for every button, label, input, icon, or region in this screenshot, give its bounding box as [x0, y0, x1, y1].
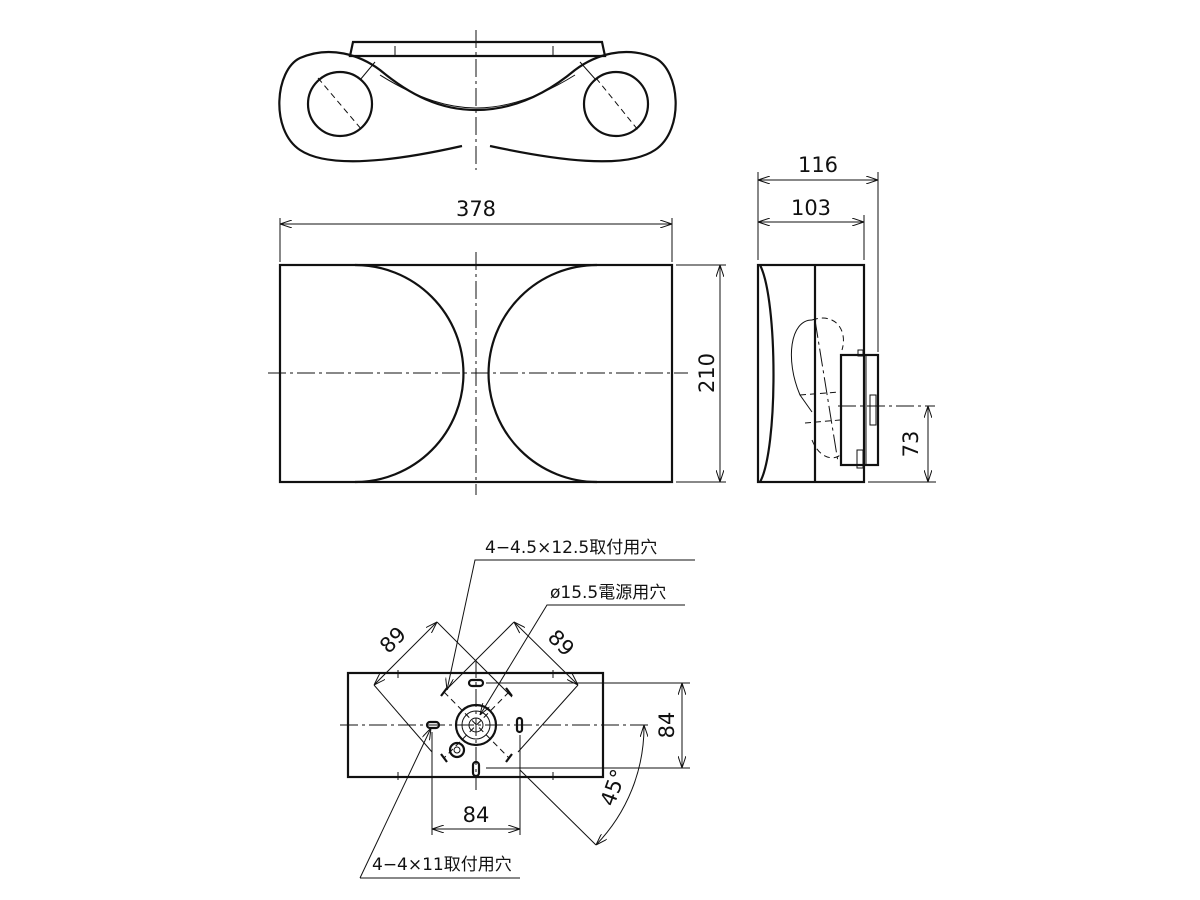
- mount-height-label: 73: [899, 431, 923, 458]
- base-view: 89 89 84 84 45° 4−4.5×12.5取付用穴 ø15.5電源用穴…: [340, 538, 695, 879]
- mount-holes-note: 4−4×11取付用穴: [372, 855, 512, 875]
- width-label: 378: [456, 197, 496, 221]
- slot-holes-note: 4−4.5×12.5取付用穴: [485, 538, 657, 558]
- side-view: 116 103 73: [756, 153, 936, 484]
- front-view: 378 210: [268, 197, 726, 495]
- base-plate: [348, 40, 607, 58]
- bulb-left: [306, 70, 374, 138]
- depth-total-label: 116: [798, 153, 838, 177]
- depth-body-label: 103: [791, 196, 831, 220]
- power-hole-note: ø15.5電源用穴: [550, 583, 666, 603]
- height-label: 210: [695, 353, 719, 393]
- diag-left-label: 89: [375, 622, 411, 658]
- shade-outline: [278, 50, 677, 163]
- pitch-x-label: 84: [463, 803, 490, 827]
- left-arc: [354, 263, 465, 484]
- pitch-y-label: 84: [655, 712, 679, 739]
- power-hole: [454, 703, 498, 747]
- top-view: [278, 30, 677, 170]
- bulb-right: [582, 70, 650, 138]
